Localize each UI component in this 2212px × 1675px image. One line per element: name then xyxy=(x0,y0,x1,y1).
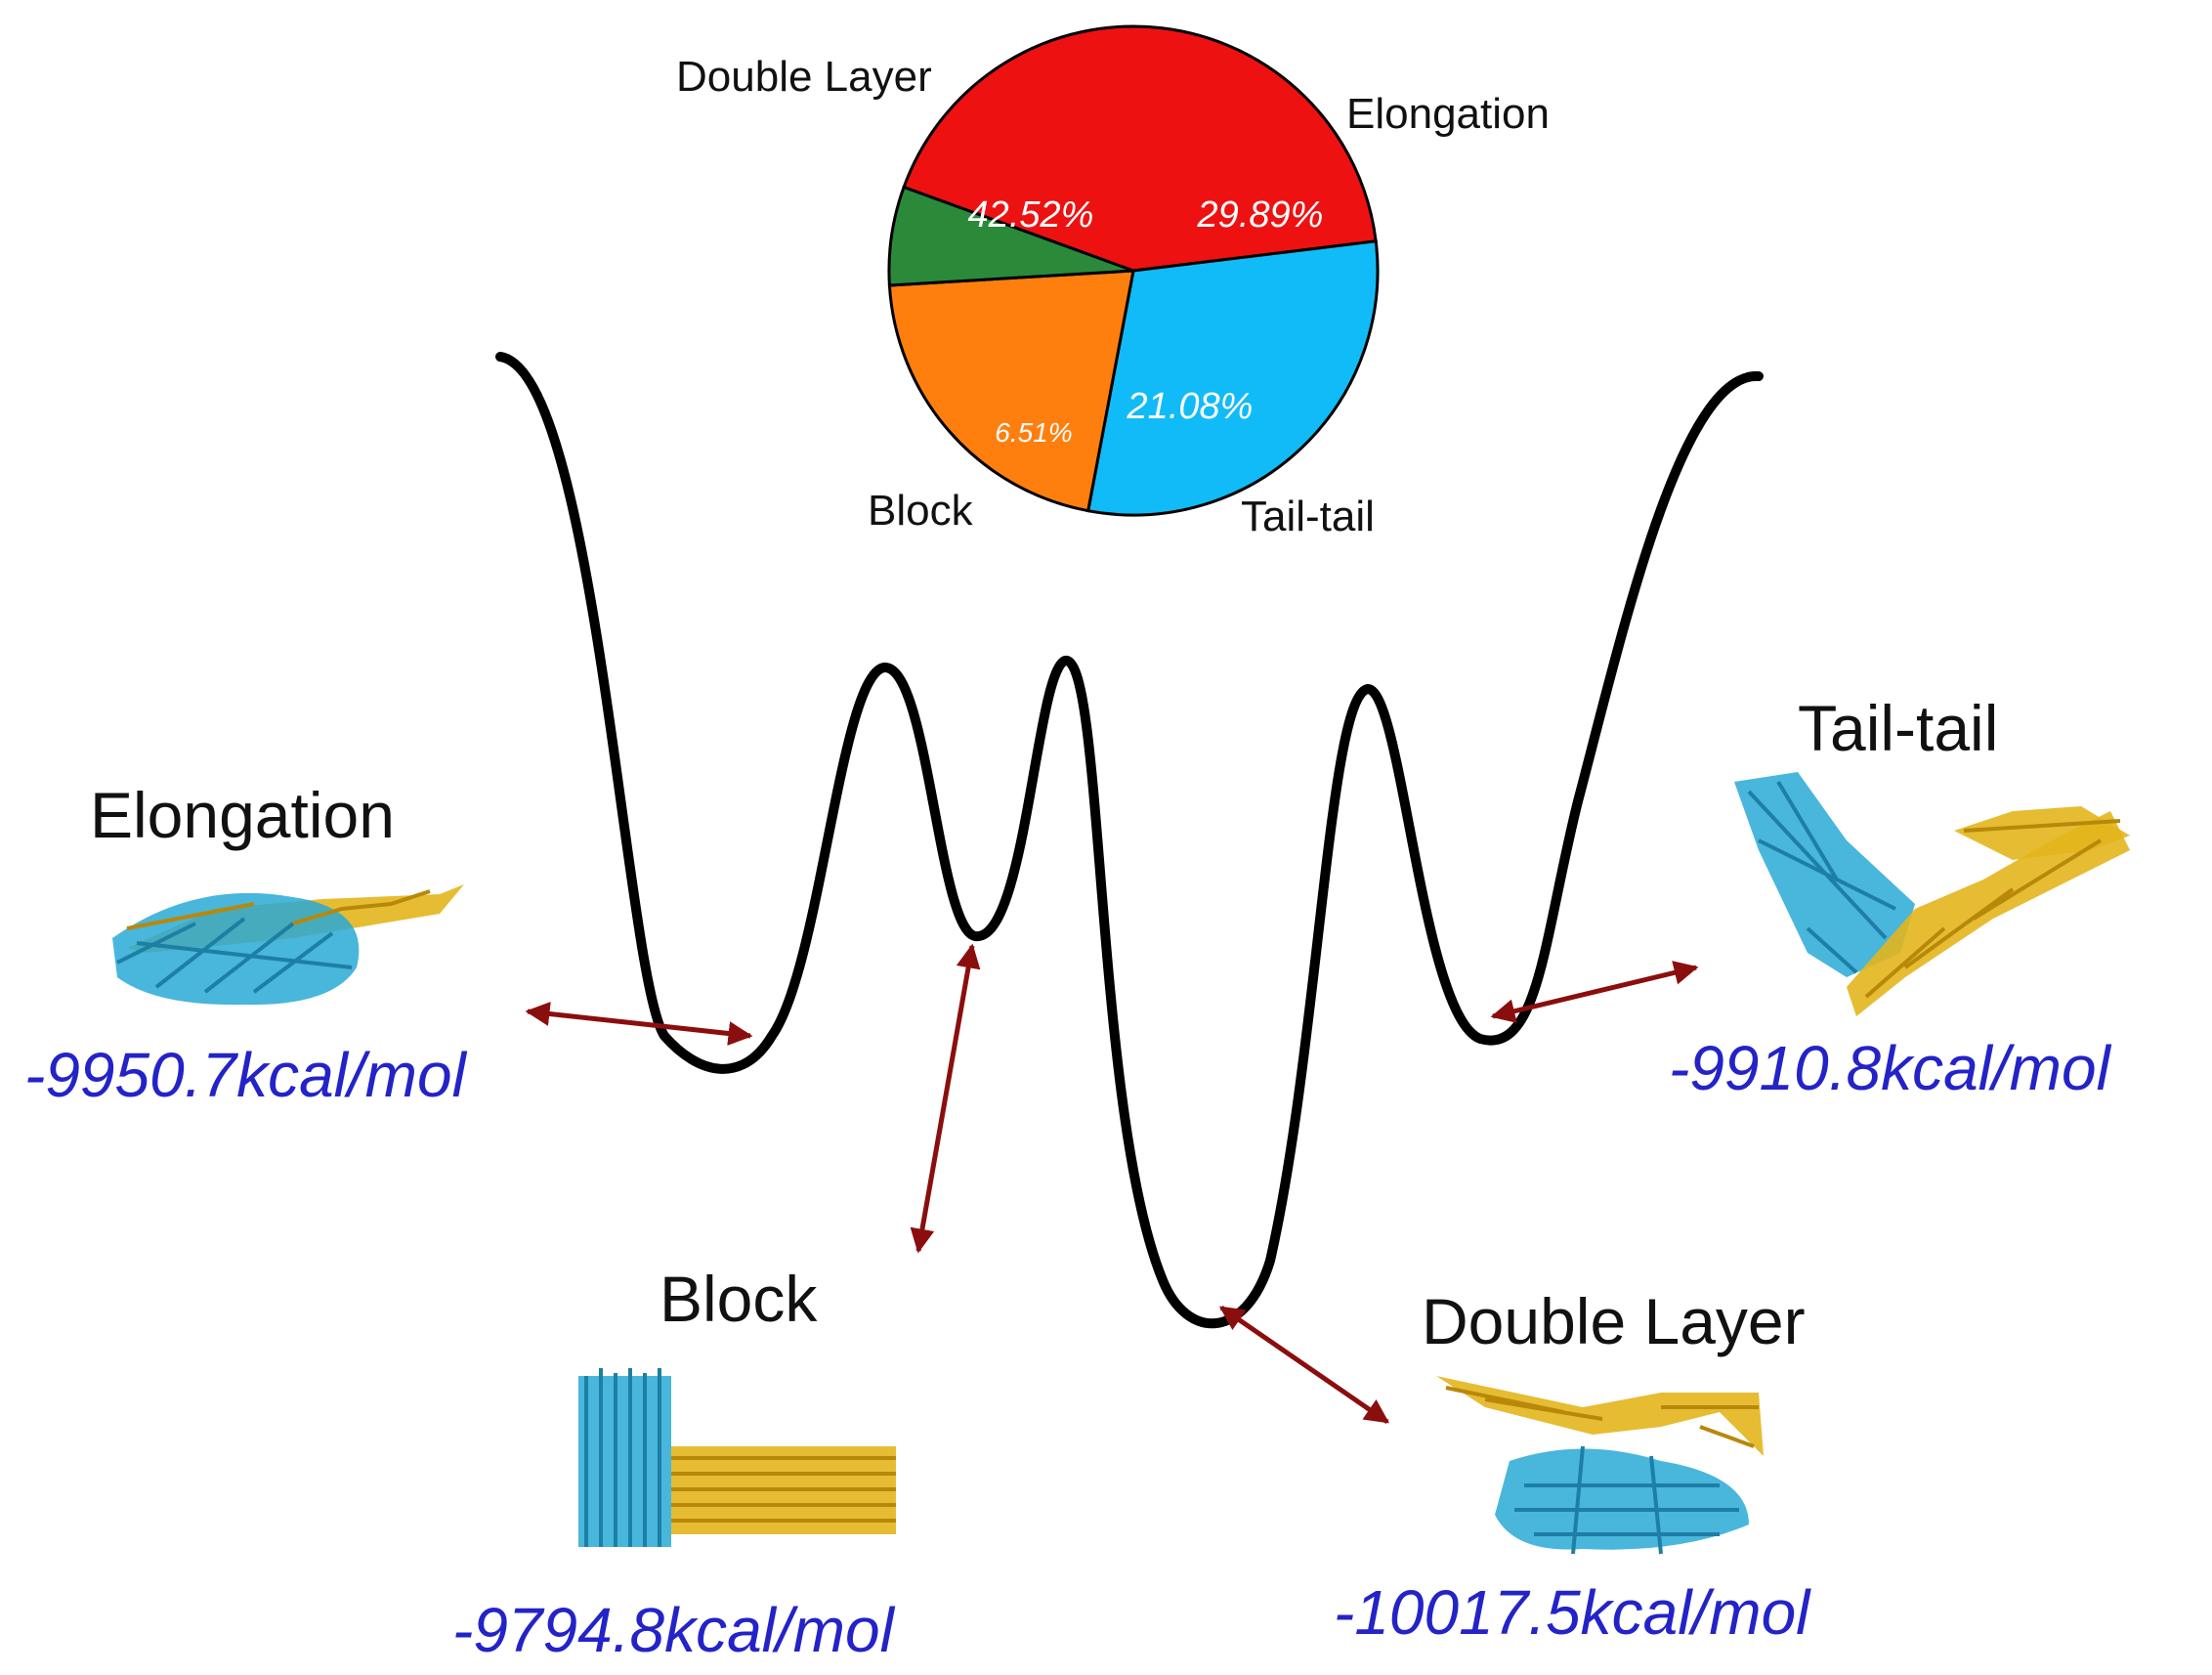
arrow-block xyxy=(910,943,981,1254)
state-block: Block -9794.8kcal/mol xyxy=(452,1263,896,1665)
state-elongation: Elongation -9950.7kcal/mol xyxy=(24,779,468,1110)
state-name-elongation: Elongation xyxy=(90,779,395,851)
energy-block: -9794.8kcal/mol xyxy=(452,1595,896,1665)
pie-slice-double-layer xyxy=(902,24,1378,273)
molecule-double-layer-image xyxy=(1436,1376,1764,1555)
pie-slice-tail-tail xyxy=(887,269,1135,513)
molecule-tail-tail-image xyxy=(1734,772,2130,1016)
pie-slice-block xyxy=(887,185,1134,287)
state-name-tail-tail: Tail-tail xyxy=(1798,692,1998,764)
state-double-layer: Double Layer -10017.5kcal/mol xyxy=(1334,1285,1811,1648)
pie-pct-tail-tail: 21.08% xyxy=(1127,386,1254,427)
state-name-block: Block xyxy=(659,1263,818,1335)
state-name-double-layer: Double Layer xyxy=(1422,1285,1806,1357)
pie-pct-double-layer: 42.52% xyxy=(968,194,1094,236)
pie-label-double-layer: Double Layer xyxy=(676,53,932,101)
pie-label-block: Block xyxy=(868,487,974,535)
arrow-elongation xyxy=(525,1002,753,1046)
arrows xyxy=(525,943,1699,1425)
pie-label-tail-tail: Tail-tail xyxy=(1241,493,1375,540)
energy-tail-tail: -9910.8kcal/mol xyxy=(1669,1033,2112,1103)
arrow-tail-tail xyxy=(1490,961,1699,1023)
pie-label-elongation: Elongation xyxy=(1346,90,1550,138)
energy-elongation: -9950.7kcal/mol xyxy=(24,1040,468,1110)
molecule-elongation-image xyxy=(112,884,464,1006)
energy-curve xyxy=(495,352,1764,1329)
pie-slice-elongation xyxy=(1085,239,1380,517)
pie-pct-elongation: 29.89% xyxy=(1197,194,1324,236)
pie-pct-block: 6.51% xyxy=(995,417,1072,448)
state-tail-tail: Tail-tail -9910.8kcal/mol xyxy=(1669,692,2130,1103)
pie-chart: 42.52% 29.89% 21.08% 6.51% Double Layer … xyxy=(676,24,1550,540)
arrow-double-layer xyxy=(1218,1305,1390,1425)
molecule-block-image xyxy=(578,1368,896,1547)
energy-double-layer: -10017.5kcal/mol xyxy=(1334,1577,1811,1648)
